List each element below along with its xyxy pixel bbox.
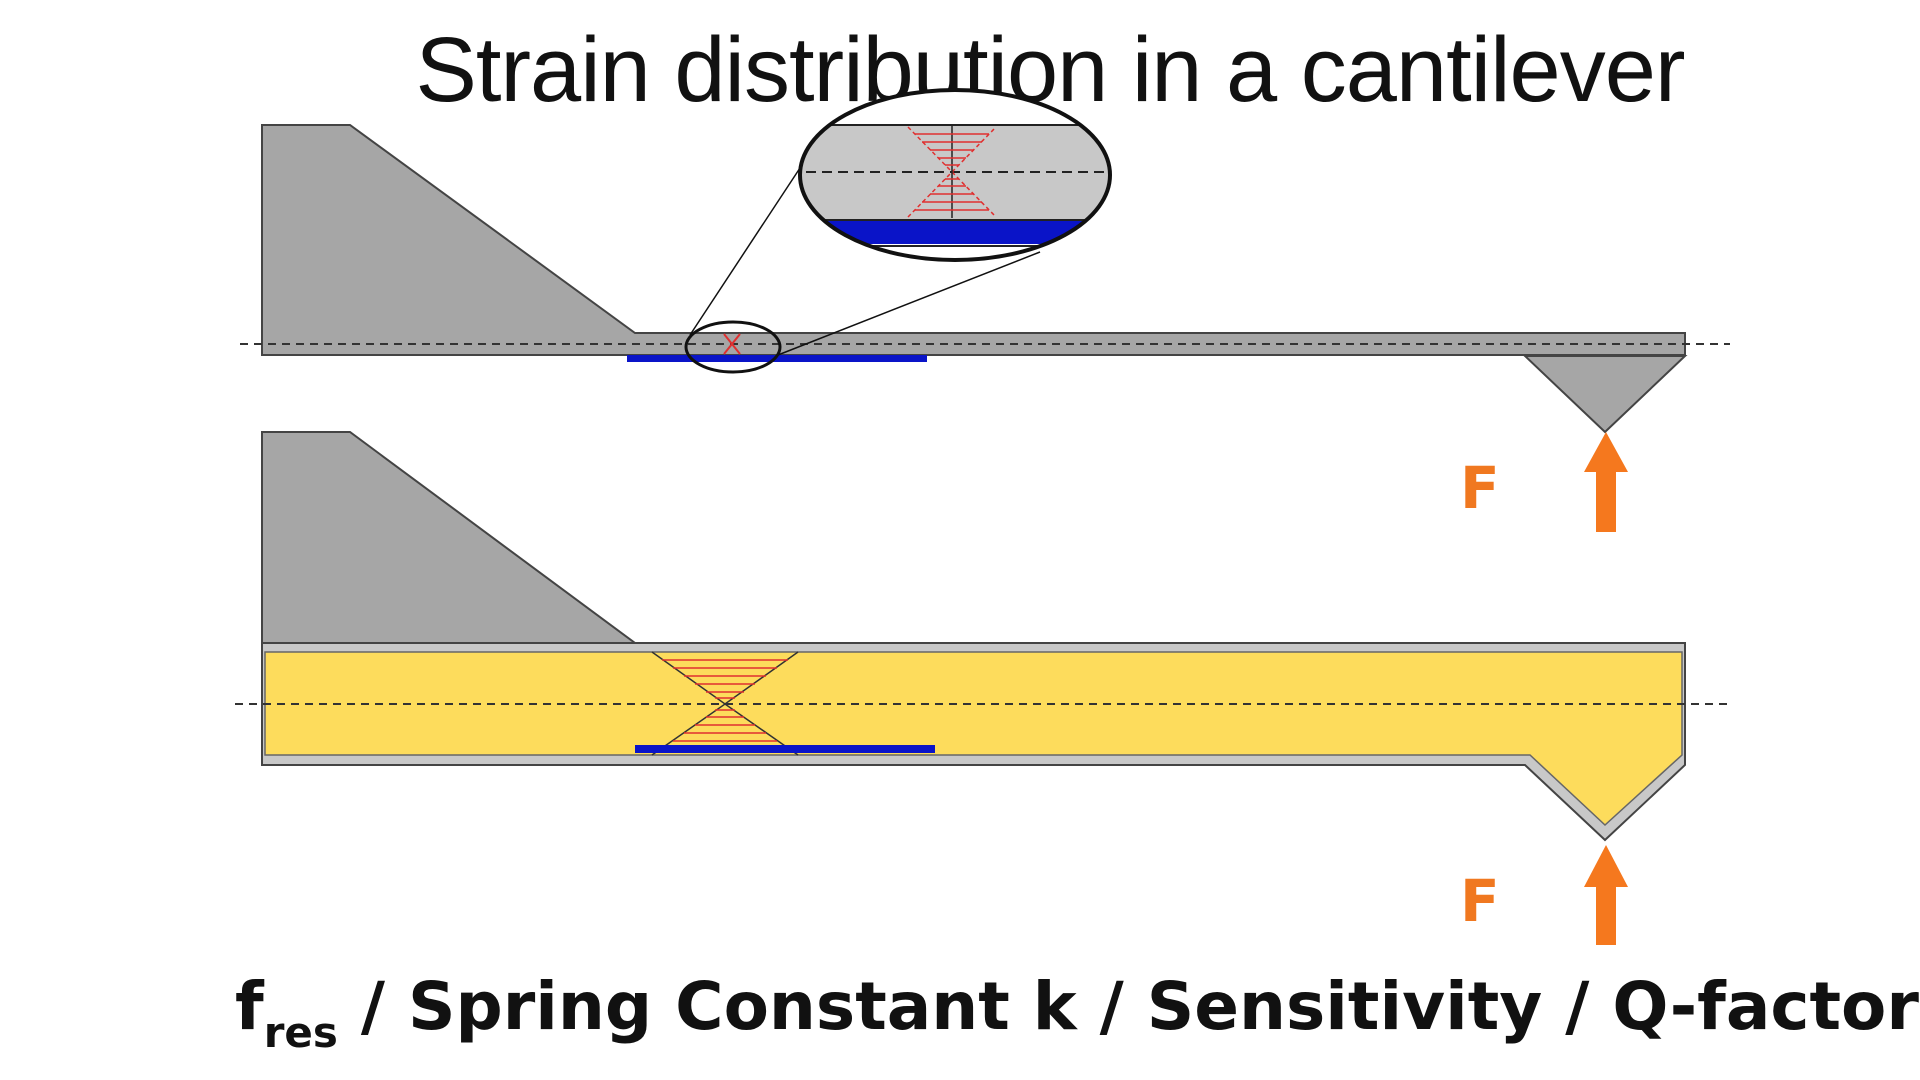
top-cantilever-tip xyxy=(1522,355,1688,434)
zoom-inset xyxy=(798,88,1112,262)
top-force-label: F xyxy=(1460,454,1500,522)
bottom-force-label: F xyxy=(1460,867,1500,935)
bottom-force-arrow xyxy=(1584,845,1628,945)
zoom-connector-right xyxy=(777,251,1041,356)
zoom-inset-border xyxy=(798,88,1112,262)
top-force-arrow xyxy=(1584,432,1628,532)
caption-rest: / Spring Constant k / Sensitivity / Q-fa… xyxy=(337,968,1919,1045)
bottom-coating-layer xyxy=(264,651,1683,827)
zoom-connector-left xyxy=(689,167,801,336)
bottom-cantilever-base xyxy=(261,431,639,644)
zoom-source-circle xyxy=(684,320,782,374)
slide-title: Strain distribution in a cantilever xyxy=(0,18,1920,123)
slide-caption: fres / Spring Constant k / Sensitivity /… xyxy=(235,968,1919,1057)
top-piezo-layer xyxy=(627,355,927,362)
zoom-strain-profile xyxy=(907,126,997,218)
slide-title-text: Strain distribution in a cantilever xyxy=(415,19,1686,121)
bottom-piezo-layer xyxy=(635,745,935,753)
caption-f: f xyxy=(235,968,264,1045)
top-cantilever-base xyxy=(261,124,1686,356)
caption-subscript: res xyxy=(263,1008,338,1057)
bottom-cantilever xyxy=(235,431,1730,842)
top-cantilever xyxy=(240,124,1730,434)
top-strain-marker xyxy=(723,333,741,355)
